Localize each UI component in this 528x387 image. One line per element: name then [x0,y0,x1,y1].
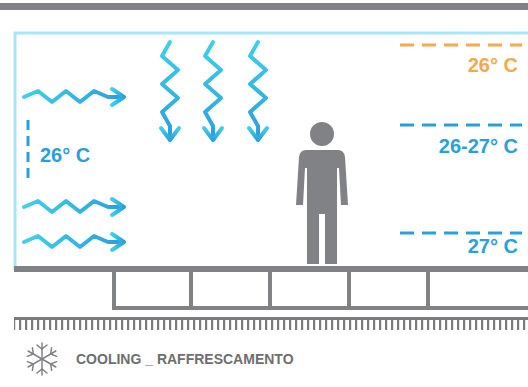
level-line [400,232,522,235]
room-outline [15,33,528,270]
ceiling-bar [0,3,528,10]
ceiling-radiant-arrows [161,42,267,140]
level-line [400,44,522,47]
caption-label: COOLING _ RAFFRESCAMENTO [76,352,294,366]
wall-radiant-arrows [24,89,124,250]
temperature-label: 27° C [468,236,518,256]
temperature-label: 26-27° C [439,136,518,156]
temperature-label: 26° C [468,55,518,75]
snowflake-icon [26,343,59,375]
raised-floor-supports [112,270,528,310]
person-silhouette [296,122,348,264]
temperature-label: 26° C [40,145,90,165]
level-line [400,124,522,127]
ground-line [14,317,528,320]
dashed-marker [27,120,30,182]
ground-hatching [14,320,528,330]
